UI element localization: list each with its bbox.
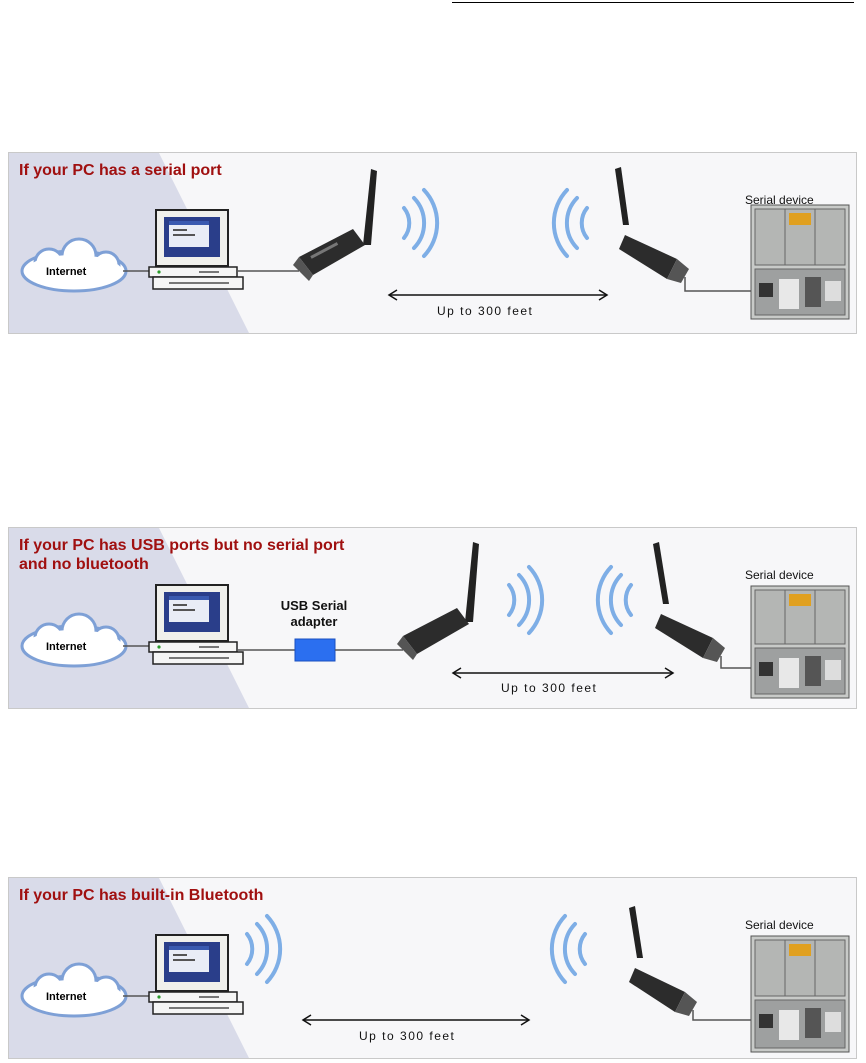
- panel-artwork: Internet: [9, 528, 850, 708]
- radio-waves-icon: [245, 914, 283, 984]
- panel-title: If your PC has a serial port: [19, 162, 222, 179]
- range-arrow: [451, 667, 675, 679]
- serial-device-label: Serial device: [745, 918, 814, 932]
- range-arrow: [301, 1014, 531, 1026]
- bluetooth-adapter-icon: [397, 542, 479, 660]
- bluetooth-adapter-icon: [293, 169, 377, 281]
- range-label: Up to 300 feet: [359, 1029, 456, 1043]
- radio-waves-icon: [402, 188, 440, 258]
- scenario-panel-usb-adapter: Internet: [8, 527, 857, 709]
- internet-label: Internet: [46, 991, 87, 1003]
- panel-title: If your PC has built-in Bluetooth: [19, 887, 264, 904]
- serial-device-icon: [750, 585, 850, 699]
- panel-title: If your PC has USB ports but no serial p…: [19, 537, 345, 573]
- panel-artwork: Internet: [9, 878, 850, 1058]
- range-arrow: [387, 289, 609, 301]
- desktop-pc-icon: [148, 209, 244, 290]
- internet-cloud-icon: Internet: [20, 237, 128, 293]
- usb-serial-adapter-box: [294, 638, 336, 662]
- panel-artwork: Internet: [9, 153, 850, 333]
- internet-label: Internet: [46, 641, 87, 653]
- scenario-panel-built-in-bluetooth: Internet: [8, 877, 857, 1059]
- cable: [720, 656, 753, 669]
- scenario-panel-serial-port: Internet: [8, 152, 857, 334]
- bluetooth-adapter-icon: [629, 906, 697, 1016]
- serial-device-icon: [750, 935, 850, 1053]
- bluetooth-adapter-icon: [615, 167, 689, 283]
- serial-device-label: Serial device: [745, 193, 814, 207]
- serial-device-icon: [750, 204, 850, 320]
- internet-cloud-icon: Internet: [20, 962, 128, 1018]
- range-label: Up to 300 feet: [437, 304, 534, 318]
- internet-cloud-icon: Internet: [20, 612, 128, 668]
- radio-waves-icon: [595, 565, 633, 635]
- top-rule: [452, 2, 854, 3]
- cable: [684, 277, 753, 292]
- usb-serial-adapter-label: USB Serial adapter: [280, 598, 348, 629]
- desktop-pc-icon: [148, 934, 244, 1015]
- radio-waves-icon: [507, 565, 545, 635]
- radio-waves-icon: [549, 914, 587, 984]
- desktop-pc-icon: [148, 584, 244, 665]
- cable: [692, 1010, 753, 1021]
- range-label: Up to 300 feet: [501, 681, 598, 695]
- internet-label: Internet: [46, 266, 87, 278]
- radio-waves-icon: [551, 188, 589, 258]
- serial-device-label: Serial device: [745, 568, 814, 582]
- bluetooth-adapter-icon: [653, 542, 725, 662]
